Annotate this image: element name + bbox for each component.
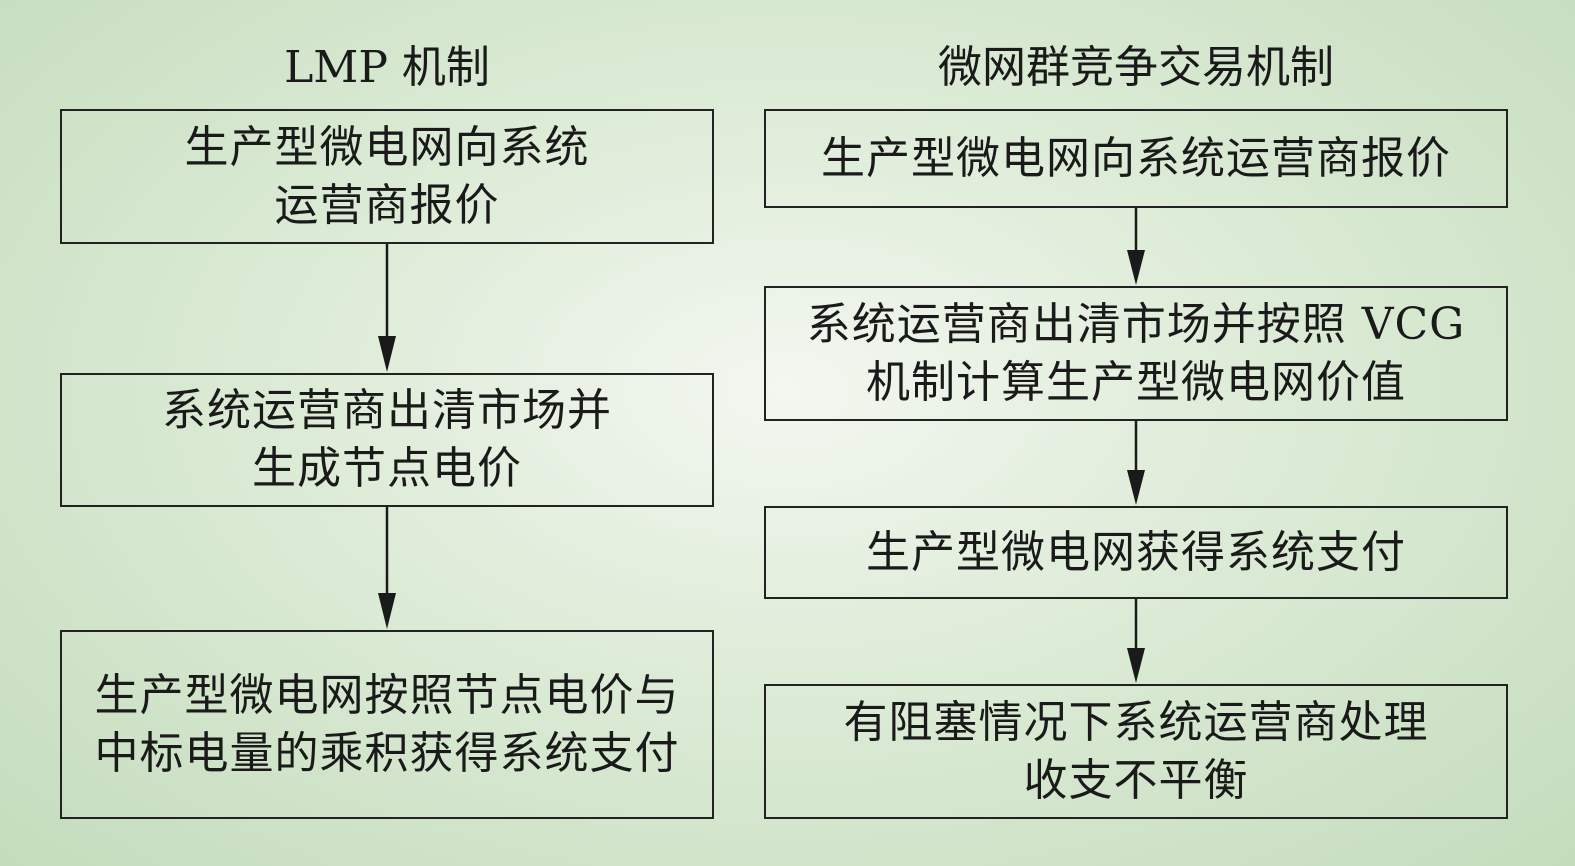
lmp-step-2-line-2: 生成节点电价: [252, 443, 522, 494]
microgrid-step-4-line-2: 收支不平衡: [1023, 754, 1249, 806]
lmp-step-1-line-2: 运营商报价: [274, 179, 500, 231]
lmp-step-3-box: 生产型微电网按照节点电价与 中标电量的乘积获得系统支付: [60, 630, 714, 819]
lmp-arrow-1: [378, 244, 396, 372]
microgrid-step-3-line-1: 生产型微电网获得系统支付: [866, 526, 1406, 578]
lmp-step-2-line-1: 系统运营商出清市场并: [162, 385, 612, 436]
microgrid-step-4-line-1: 有阻塞情况下系统运营商处理: [843, 696, 1429, 748]
microgrid-step-3-box: 生产型微电网获得系统支付: [764, 506, 1508, 599]
microgrid-arrow-3: [1127, 599, 1145, 683]
lmp-step-1-line-1: 生产型微电网向系统: [184, 121, 590, 173]
microgrid-step-1-box: 生产型微电网向系统运营商报价: [764, 109, 1508, 208]
microgrid-step-4-box: 有阻塞情况下系统运营商处理 收支不平衡: [764, 684, 1508, 819]
lmp-step-2-box: 系统运营商出清市场并 生成节点电价: [60, 373, 714, 507]
lmp-step-3-line-1: 生产型微电网按照节点电价与: [94, 669, 680, 721]
microgrid-step-1-line-1: 生产型微电网向系统运营商报价: [821, 132, 1451, 184]
microgrid-column-title: 微网群竞争交易机制: [938, 42, 1334, 93]
microgrid-arrow-1: [1127, 208, 1145, 285]
lmp-step-1-box: 生产型微电网向系统 运营商报价: [60, 109, 714, 244]
microgrid-step-2-line-1: 系统运营商出清市场并按照 VCG: [806, 298, 1466, 350]
lmp-column-title: LMP 机制: [284, 42, 490, 93]
microgrid-arrow-2: [1127, 421, 1145, 505]
lmp-arrow-2: [378, 507, 396, 629]
lmp-step-3-line-2: 中标电量的乘积获得系统支付: [94, 727, 680, 779]
microgrid-step-2-line-2: 机制计算生产型微电网价值: [865, 356, 1406, 408]
microgrid-step-2-box: 系统运营商出清市场并按照 VCG 机制计算生产型微电网价值: [764, 286, 1508, 421]
